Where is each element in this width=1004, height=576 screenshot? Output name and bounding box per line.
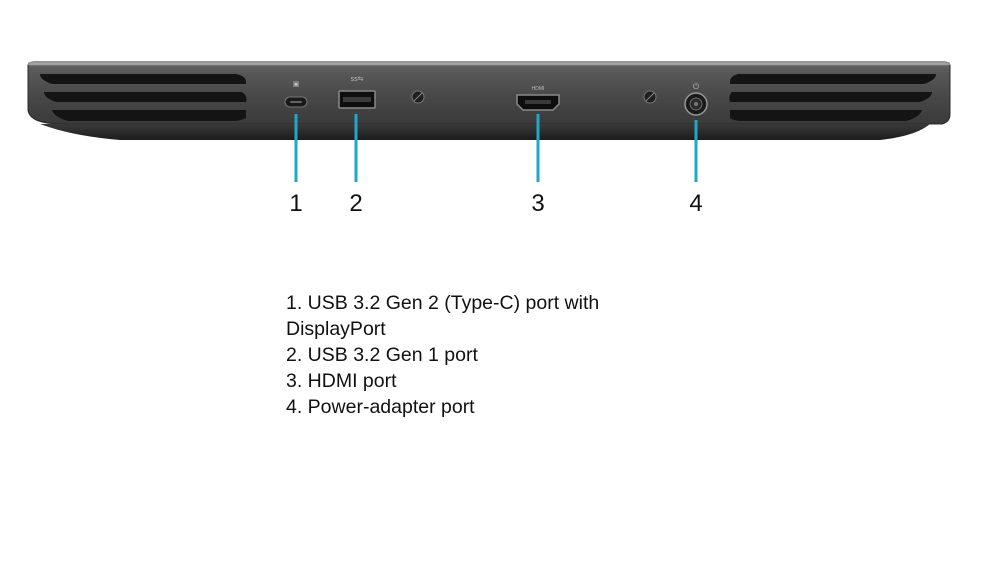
power-icon: ⏻ xyxy=(693,82,700,91)
hdmi-icon: HDMI xyxy=(532,86,545,92)
legend-item-power: 4. Power-adapter port xyxy=(286,396,475,418)
screw-right xyxy=(643,90,657,104)
callout-number-4: 4 xyxy=(689,190,703,217)
legend-item-hdmi: 3. HDMI port xyxy=(286,370,397,392)
right-vent xyxy=(729,74,936,121)
laptop-rear-view-diagram: ▣ ss⇆ HDMI ⏻ xyxy=(27,61,951,182)
left-vent xyxy=(40,74,247,121)
usb-c-port: ▣ xyxy=(284,81,308,108)
screw-left xyxy=(411,90,425,104)
superspeed-usb-icon: ss⇆ xyxy=(351,76,364,83)
laptop-chassis xyxy=(27,61,951,140)
legend-item-usb-c: 1. USB 3.2 Gen 2 (Type-C) port with Disp… xyxy=(286,292,600,340)
callout-number-3: 3 xyxy=(531,190,545,217)
usb-a-port: ss⇆ xyxy=(338,76,376,109)
hdmi-port: HDMI xyxy=(516,86,560,111)
power-adapter-port: ⏻ xyxy=(684,82,708,116)
callout-number-2: 2 xyxy=(349,190,363,217)
leader-lines xyxy=(294,114,698,182)
legend-item-usb-a: 2. USB 3.2 Gen 1 port xyxy=(286,344,478,366)
callout-number-1: 1 xyxy=(289,190,303,217)
port-legend: 1. USB 3.2 Gen 2 (Type-C) port with Disp… xyxy=(286,290,666,420)
displayport-icon: ▣ xyxy=(293,81,300,88)
